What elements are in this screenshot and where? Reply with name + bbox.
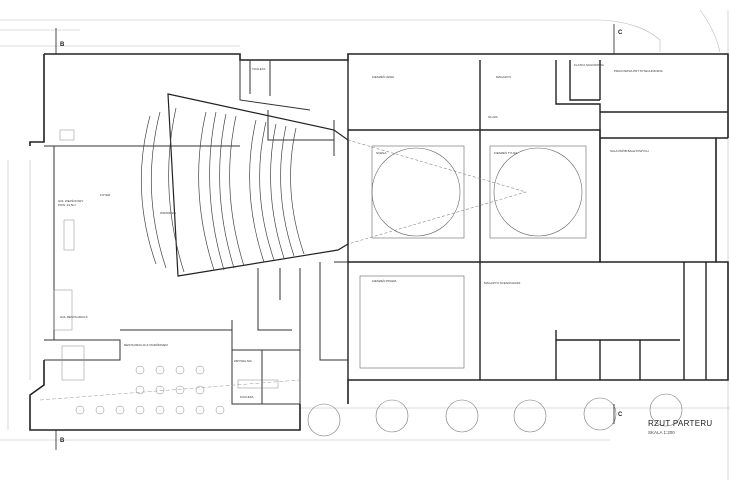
section-marker-b-top: B xyxy=(55,28,65,54)
label-sala-prob: SALA PRÓB BALETOWYCH xyxy=(610,148,649,153)
label-toaleta: TOALETA xyxy=(252,67,265,71)
label-kieszen-lewa: KIESZEŃ LEWA xyxy=(372,75,394,79)
label-kieszen-prawa: KIESZEŃ PRAWA xyxy=(372,279,396,283)
title-block: RZUT PARTERU SKALA 1:200 xyxy=(648,419,713,435)
svg-text:B: B xyxy=(60,438,65,444)
label-hol-wejsciowy: HOL WEJŚCIOWY xyxy=(58,198,83,203)
svg-text:B: B xyxy=(60,42,65,48)
label-foyer: FOYER xyxy=(100,193,111,197)
room-labels: HOL WEJŚCIOWY POW. 24,5m² FOYER HOL REST… xyxy=(58,63,663,399)
stage-areas xyxy=(347,139,587,369)
label-kuchnia: KUCHNIA xyxy=(240,395,254,399)
label-kieszen-tylna: KIESZEŃ TYLNA xyxy=(494,151,517,155)
label-magazyn: MAGAZYN xyxy=(496,75,511,79)
label-widownia: WIDOWNIA xyxy=(160,211,176,215)
label-restauracja: RESTAURACJA Z OGRÓDKIEM xyxy=(124,342,168,347)
label-hol-restauracji: HOL RESTAURACJI xyxy=(60,315,88,319)
svg-text:C: C xyxy=(618,30,623,36)
label-sluza: ŚLUZA xyxy=(488,114,498,119)
svg-text:C: C xyxy=(618,412,623,418)
furniture xyxy=(39,129,301,415)
trees xyxy=(307,393,683,437)
label-zmywalnia: ZMYWALNIA xyxy=(234,359,252,363)
section-marker-c-top: C xyxy=(613,24,623,54)
section-marker-c-bottom: C xyxy=(613,404,623,424)
drawing-scale: SKALA 1:200 xyxy=(648,430,675,435)
section-marker-b-bottom: B xyxy=(55,430,65,450)
label-klatka: KLATKA SCHODOWA xyxy=(574,63,604,67)
site-context xyxy=(0,9,730,480)
label-area: POW. 24,5m² xyxy=(58,203,76,207)
label-magazyn-scen: MAGAZYN SCENOGRAFII xyxy=(484,281,521,285)
auditorium xyxy=(140,93,349,277)
exterior-walls xyxy=(29,53,729,431)
label-pracownia: PRACOWNIA PRYTOTECHNICZNA xyxy=(614,69,663,73)
interior-walls-left xyxy=(44,60,348,405)
interior-walls-right xyxy=(347,60,728,380)
label-scena: SCENA xyxy=(376,151,386,155)
drawing-title: RZUT PARTERU xyxy=(648,419,713,428)
